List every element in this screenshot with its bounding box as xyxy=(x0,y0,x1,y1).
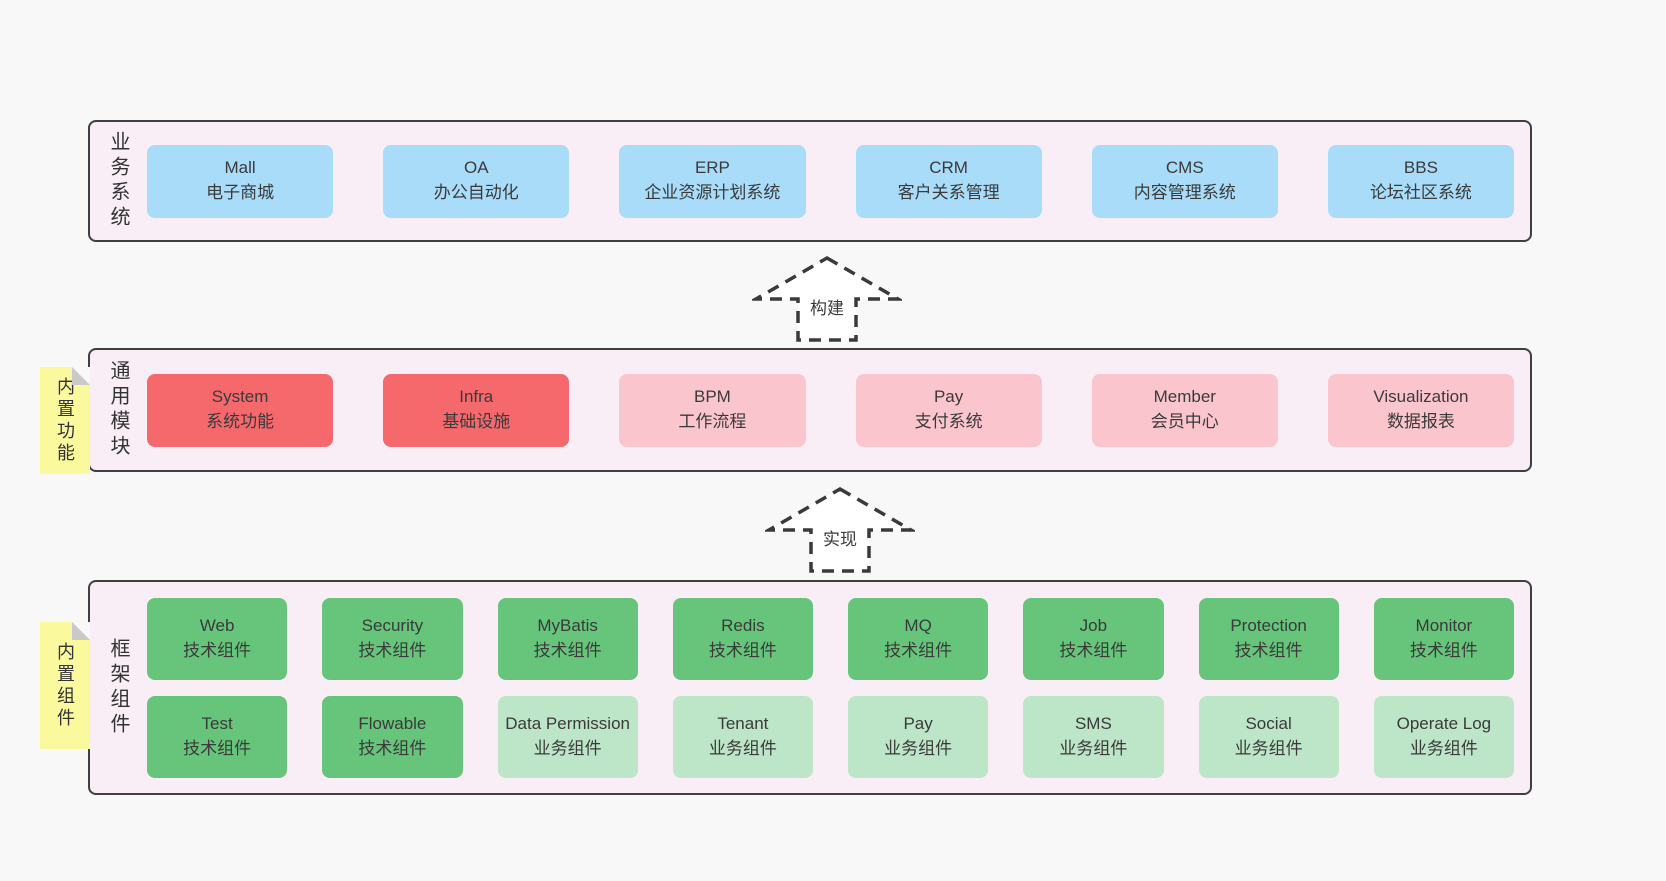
box-subtitle: 业务组件 xyxy=(1234,738,1303,758)
box-subtitle: 系统功能 xyxy=(206,412,275,431)
box-subtitle: 内容管理系统 xyxy=(1133,183,1236,202)
box-pay-system: Pay 支付系统 xyxy=(855,373,1042,447)
box-mybatis: MyBatis 技术组件 xyxy=(497,597,638,680)
box-flowable: Flowable 技术组件 xyxy=(322,695,463,778)
box-title: MyBatis xyxy=(537,615,598,635)
box-subtitle: 支付系统 xyxy=(914,412,983,431)
box-web: Web 技术组件 xyxy=(147,597,288,680)
box-title: CRM xyxy=(929,158,968,178)
box-subtitle: 工作流程 xyxy=(678,412,747,431)
arrow-implement-label: 实现 xyxy=(819,524,861,551)
box-title: Pay xyxy=(903,713,933,733)
box-security: Security 技术组件 xyxy=(322,597,463,680)
arrow-build: 构建 xyxy=(752,255,902,343)
box-title: Test xyxy=(201,713,233,733)
box-subtitle: 业务组件 xyxy=(1409,738,1478,758)
box-subtitle: 数据报表 xyxy=(1386,412,1455,431)
box-title: System xyxy=(211,387,269,407)
box-subtitle: 技术组件 xyxy=(358,640,427,660)
panel-framework-components-label: 框架组件 xyxy=(107,637,129,738)
box-title: CMS xyxy=(1165,158,1204,178)
sticky-note-builtin-components: 内置组件 xyxy=(40,622,90,749)
panel-business-systems-label: 业务系统 xyxy=(107,131,129,231)
box-redis: Redis 技术组件 xyxy=(672,597,813,680)
box-subtitle: 办公自动化 xyxy=(433,183,519,202)
box-member: Member 会员中心 xyxy=(1091,373,1278,447)
box-cms: CMS 内容管理系统 xyxy=(1091,144,1278,218)
box-title: BPM xyxy=(694,387,731,407)
box-protection: Protection 技术组件 xyxy=(1198,597,1339,680)
box-pay-component: Pay 业务组件 xyxy=(848,695,989,778)
panel-common-modules: 内置功能 通用模块 System 系统功能 Infra 基础设施 BPM 工作流… xyxy=(40,348,1532,474)
box-operate-log: Operate Log 业务组件 xyxy=(1373,695,1514,778)
box-title: Monitor xyxy=(1415,615,1473,635)
box-title: SMS xyxy=(1074,713,1112,733)
panel-framework-components: 内置组件 框架组件 Web 技术组件 Security 技术组件 MyBatis… xyxy=(40,580,1532,795)
box-subtitle: 论坛社区系统 xyxy=(1369,183,1472,202)
box-bpm: BPM 工作流程 xyxy=(619,373,806,447)
box-title: Member xyxy=(1153,387,1216,407)
box-subtitle: 技术组件 xyxy=(1059,640,1128,660)
box-system: System 系统功能 xyxy=(147,373,334,447)
business-systems-row: Mall 电子商城 OA 办公自动化 ERP 企业资源计划系统 CRM 客户关系… xyxy=(147,122,1530,240)
box-crm: CRM 客户关系管理 xyxy=(855,144,1042,218)
box-mq: MQ 技术组件 xyxy=(848,597,989,680)
box-subtitle: 会员中心 xyxy=(1150,412,1219,431)
box-subtitle: 业务组件 xyxy=(884,738,953,758)
box-subtitle: 技术组件 xyxy=(358,738,427,758)
box-title: Redis xyxy=(721,615,765,635)
box-subtitle: 业务组件 xyxy=(533,738,602,758)
box-title: MQ xyxy=(904,615,932,635)
common-modules-row: System 系统功能 Infra 基础设施 BPM 工作流程 Pay 支付系统… xyxy=(147,350,1530,470)
box-visualization: Visualization 数据报表 xyxy=(1327,373,1515,447)
box-title: Data Permission xyxy=(505,713,630,733)
box-title: Operate Log xyxy=(1396,713,1492,733)
box-mall: Mall 电子商城 xyxy=(147,144,334,218)
box-bbs: BBS 论坛社区系统 xyxy=(1327,144,1515,218)
box-subtitle: 业务组件 xyxy=(1059,738,1128,758)
box-subtitle: 企业资源计划系统 xyxy=(644,183,781,202)
box-subtitle: 业务组件 xyxy=(708,738,777,758)
box-title: OA xyxy=(463,158,489,178)
box-title: Web xyxy=(199,615,235,635)
box-social: Social 业务组件 xyxy=(1198,695,1339,778)
box-subtitle: 技术组件 xyxy=(533,640,602,660)
box-title: Security xyxy=(361,615,424,635)
panel-business-systems: 业务系统 Mall 电子商城 OA 办公自动化 ERP 企业资源计划系统 CRM… xyxy=(88,120,1532,242)
box-subtitle: 技术组件 xyxy=(708,640,777,660)
box-title: ERP xyxy=(694,158,730,178)
box-title: Pay xyxy=(933,387,964,407)
box-title: Protection xyxy=(1230,615,1307,635)
box-title: Mall xyxy=(224,158,256,178)
panel-common-modules-label: 通用模块 xyxy=(107,360,129,460)
arrow-build-label: 构建 xyxy=(806,293,848,320)
box-subtitle: 客户关系管理 xyxy=(897,183,1000,202)
box-subtitle: 技术组件 xyxy=(183,738,252,758)
box-title: Flowable xyxy=(358,713,427,733)
box-test: Test 技术组件 xyxy=(147,695,288,778)
box-erp: ERP 企业资源计划系统 xyxy=(619,144,806,218)
box-job: Job 技术组件 xyxy=(1023,597,1164,680)
box-sms: SMS 业务组件 xyxy=(1023,695,1164,778)
box-oa: OA 办公自动化 xyxy=(383,144,570,218)
box-title: Tenant xyxy=(717,713,769,733)
box-data-permission: Data Permission 业务组件 xyxy=(497,695,638,778)
box-subtitle: 技术组件 xyxy=(1234,640,1303,660)
arrow-implement: 实现 xyxy=(765,486,915,574)
box-subtitle: 电子商城 xyxy=(206,183,275,202)
box-subtitle: 基础设施 xyxy=(442,412,511,431)
box-title: Visualization xyxy=(1373,387,1469,407)
box-subtitle: 技术组件 xyxy=(1409,640,1478,660)
box-title: Infra xyxy=(459,387,494,407)
box-subtitle: 技术组件 xyxy=(183,640,252,660)
framework-components-grid: Web 技术组件 Security 技术组件 MyBatis 技术组件 Redi… xyxy=(147,582,1530,793)
box-subtitle: 技术组件 xyxy=(884,640,953,660)
box-title: Job xyxy=(1079,615,1108,635)
box-title: Social xyxy=(1245,713,1292,733)
box-title: BBS xyxy=(1403,158,1438,178)
box-tenant: Tenant 业务组件 xyxy=(672,695,813,778)
box-infra: Infra 基础设施 xyxy=(383,373,570,447)
sticky-note-builtin-functions: 内置功能 xyxy=(40,367,90,474)
box-monitor: Monitor 技术组件 xyxy=(1373,597,1514,680)
